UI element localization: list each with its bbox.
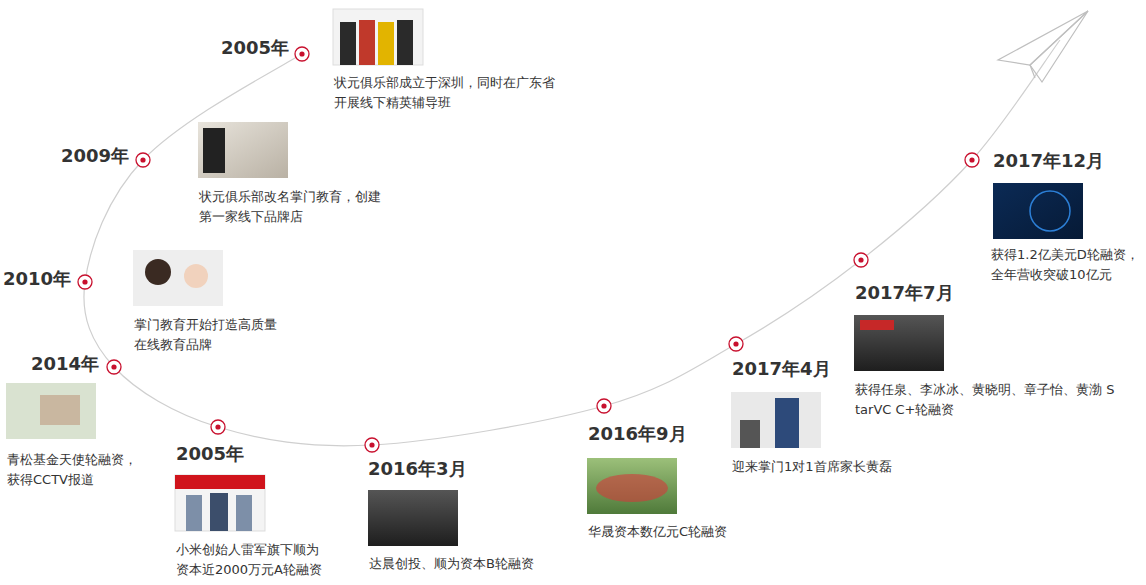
timeline-dot [365, 438, 379, 452]
timeline-dot-center [858, 257, 863, 262]
milestone-date: 2016年9月 [587, 423, 688, 445]
milestone-caption: 获得任泉、李冰冰、黄晓明、章子怡、黄渤 StarVC C+轮融资 [854, 380, 1116, 420]
milestone-caption: 状元俱乐部成立于深圳，同时在广东省开展线下精英辅导班 [333, 73, 563, 113]
photo-thumbnails [6, 9, 1083, 546]
milestone-caption: 迎来掌门1对1首席家长黄磊 [731, 457, 993, 477]
timeline-dot [107, 360, 121, 374]
milestone-date: 2010年 [2, 268, 72, 290]
timeline-dot [211, 420, 225, 434]
timeline-dot [965, 153, 979, 167]
timeline-dot-center [369, 442, 374, 447]
milestone-caption: 小米创始人雷军旗下顺为资本近2000万元A轮融资 [175, 540, 327, 580]
milestone-date: 2005年 [175, 443, 245, 465]
timeline-dot [729, 337, 743, 351]
timeline-dot [597, 399, 611, 413]
milestone-date: 2017年7月 [854, 282, 955, 304]
timeline-dot [295, 47, 309, 61]
timeline-dot-center [215, 424, 220, 429]
timeline-dot-center [140, 157, 145, 162]
milestone-caption: 掌门教育开始打造高质量在线教育品牌 [133, 315, 285, 355]
milestone-date: 2017年12月 [992, 150, 1105, 172]
timeline-dot-center [601, 403, 606, 408]
paper-plane [998, 11, 1088, 82]
milestone-caption: 状元俱乐部改名掌门教育，创建第一家线下品牌店 [198, 187, 388, 227]
milestone-date: 2016年3月 [367, 458, 468, 480]
milestone-date: 2009年 [60, 145, 130, 167]
milestone-caption: 达晨创投、顺为资本B轮融资 [368, 554, 630, 574]
milestone-date: 2014年 [30, 353, 100, 375]
timeline-dot-center [969, 157, 974, 162]
timeline-dots [78, 47, 979, 452]
milestone-date: 2017年4月 [731, 358, 832, 380]
milestone-date: 2005年 [220, 37, 290, 59]
milestone-caption: 华晟资本数亿元C轮融资 [587, 522, 849, 542]
timeline-dot-center [82, 279, 87, 284]
milestone-caption: 获得1.2亿美元D轮融资，全年营收突破10亿元 [990, 245, 1142, 285]
timeline-dot-center [299, 51, 304, 56]
timeline-dot [78, 275, 92, 289]
milestone-caption: 青松基金天使轮融资，获得CCTV报道 [6, 450, 145, 490]
timeline-dot-center [733, 341, 738, 346]
timeline-dot-center [111, 364, 116, 369]
timeline-dot [136, 153, 150, 167]
timeline-dot [854, 253, 868, 267]
